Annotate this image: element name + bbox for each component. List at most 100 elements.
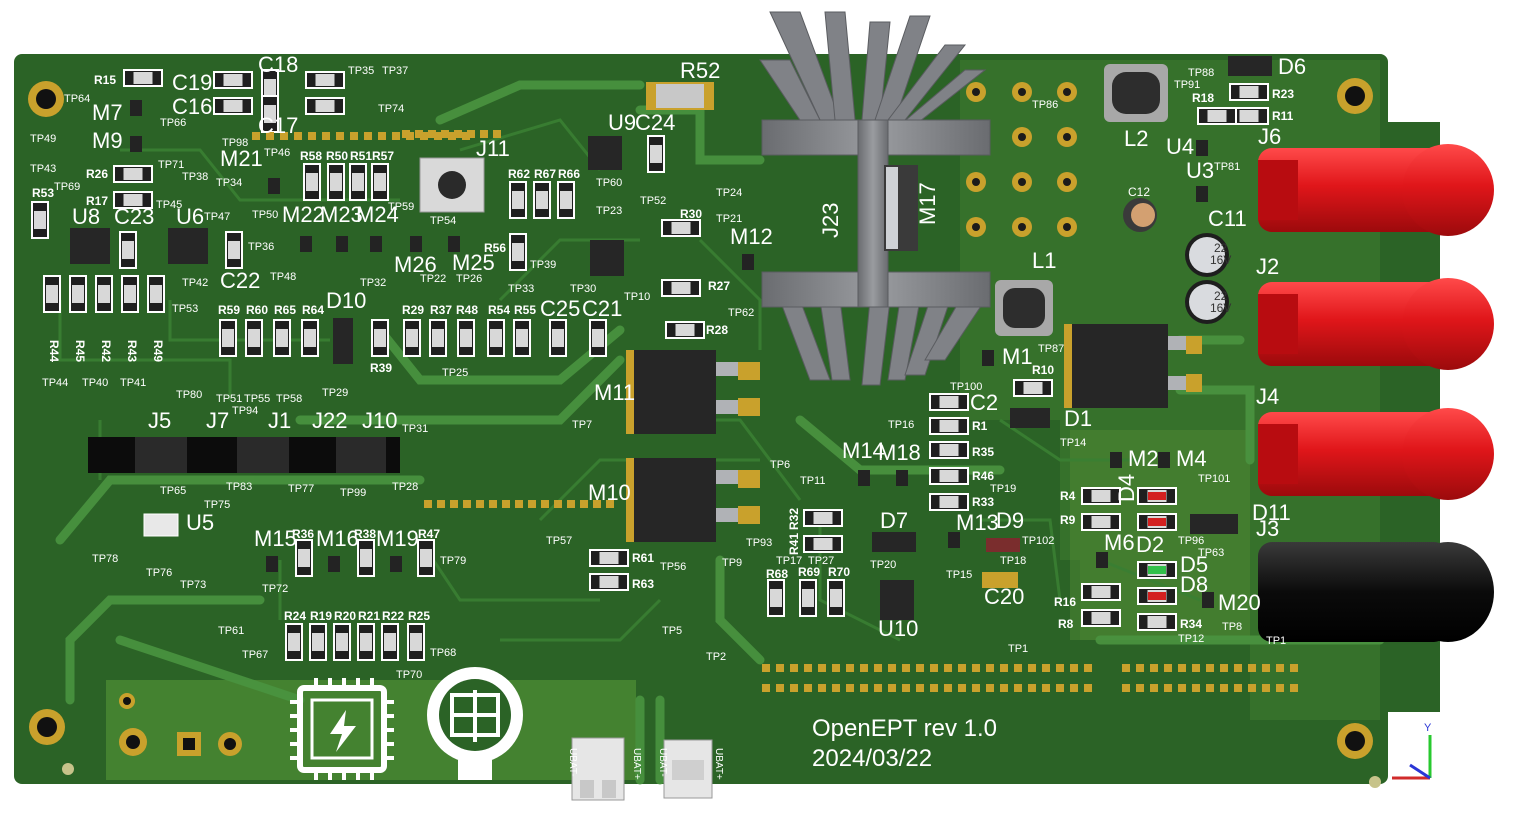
tp47: TP47 (204, 211, 230, 223)
header-pin (1084, 684, 1092, 692)
label-r16: R16 (1054, 595, 1076, 609)
label-d10: D10 (326, 288, 366, 313)
label-m15: M15 (254, 526, 297, 551)
label-r65: R65 (274, 303, 296, 317)
header-pin (392, 132, 400, 140)
label-l1: L1 (1032, 248, 1056, 273)
header-pin (606, 500, 614, 508)
label-m13: M13 (956, 510, 999, 535)
smd-part-body (312, 633, 324, 651)
tp70: TP70 (396, 669, 422, 681)
board-title: OpenEPT rev 1.0 (812, 715, 997, 742)
header-pin (1056, 664, 1064, 672)
header-pin (1178, 664, 1186, 672)
axis-gizmo-icon: Y (1392, 722, 1432, 780)
sot23-part (982, 350, 994, 366)
tp98: TP98 (222, 137, 248, 149)
tp68: TP68 (430, 647, 456, 659)
header-pin (448, 132, 456, 140)
header-pin (420, 132, 428, 140)
smd-part-body (336, 633, 348, 651)
header-pin (846, 664, 854, 672)
label-r37: R37 (430, 303, 452, 317)
smd-part-body (360, 633, 372, 651)
ic-bodies (70, 56, 1272, 620)
label-j4: J4 (1256, 384, 1279, 409)
tp36: TP36 (248, 241, 274, 253)
silkscreen-labels: R52 U9 C24 J11 C18 C19 C16 C17 M7 M9 M21… (72, 52, 1306, 780)
smd-part-body (650, 145, 662, 163)
header-pin (1014, 684, 1022, 692)
pushbutton-j11[interactable] (419, 157, 485, 213)
label-r43: R43 (125, 340, 139, 362)
sot23-part (1158, 452, 1170, 468)
label-m17: M17 (915, 182, 940, 225)
label-r28: R28 (706, 323, 728, 337)
terminal-j4[interactable] (1258, 408, 1494, 500)
sot23-part (390, 556, 402, 572)
sot23-part (858, 470, 870, 486)
logo-circle-e (427, 667, 523, 780)
header-pin (846, 684, 854, 692)
header-pin (1234, 664, 1242, 672)
terminal-j3[interactable] (1258, 542, 1494, 642)
label-c12: C12 (1128, 185, 1150, 199)
header-pin (944, 664, 952, 672)
tp71: TP71 (158, 159, 184, 171)
header-pin (336, 132, 344, 140)
label-r47: R47 (418, 527, 440, 541)
label-r24: R24 (284, 609, 306, 623)
smd-part-body (288, 633, 300, 651)
tp45: TP45 (156, 199, 182, 211)
header-pin (958, 684, 966, 692)
tp30: TP30 (570, 283, 596, 295)
label-d2: D2 (1136, 532, 1164, 557)
smd-part-body (599, 576, 619, 588)
label-u10: U10 (878, 616, 918, 641)
label-r25: R25 (408, 609, 430, 623)
smd-part-body (512, 191, 524, 209)
sot23-part (266, 556, 278, 572)
smd-part-body (298, 549, 310, 567)
label-r38: R38 (354, 527, 376, 541)
tp19: TP19 (990, 483, 1016, 495)
tp14: TP14 (1060, 437, 1086, 449)
header-pin (378, 132, 386, 140)
terminal-j2[interactable] (1258, 278, 1494, 370)
smd-part-body (592, 329, 604, 347)
label-r27: R27 (708, 279, 730, 293)
terminal-j6[interactable] (1258, 144, 1494, 236)
label-j1: J1 (268, 408, 291, 433)
header-pin (1000, 684, 1008, 692)
smd-part-body (34, 211, 46, 229)
sot23-part (948, 532, 960, 548)
cap-voltage-1: 16V (1210, 253, 1231, 267)
battery-connector-2[interactable] (663, 739, 713, 799)
tp18: TP18 (1000, 555, 1026, 567)
smd-part-body (1207, 110, 1227, 122)
tp83: TP83 (226, 481, 252, 493)
header-pin (1234, 684, 1242, 692)
sot23-part (370, 236, 382, 252)
tp52: TP52 (640, 195, 666, 207)
battery-connector-1[interactable] (571, 737, 625, 801)
smd-part-body (123, 168, 143, 180)
header-pin (790, 684, 798, 692)
label-m14: M14 (842, 438, 885, 463)
header-pin (580, 500, 588, 508)
label-r17: R17 (86, 194, 108, 208)
tp40: TP40 (82, 377, 108, 389)
smd-part-body (512, 243, 524, 261)
smd-part-body (939, 470, 959, 482)
label-r58: R58 (300, 149, 322, 163)
header-pin (454, 130, 462, 138)
label-j5: J5 (148, 408, 171, 433)
header-pin (874, 684, 882, 692)
pin-header-row[interactable] (88, 437, 400, 473)
header-pin (916, 664, 924, 672)
tp31: TP31 (402, 423, 428, 435)
smd-part-body (1091, 516, 1111, 528)
label-r66: R66 (558, 167, 580, 181)
label-d11: D11 (1252, 500, 1291, 525)
